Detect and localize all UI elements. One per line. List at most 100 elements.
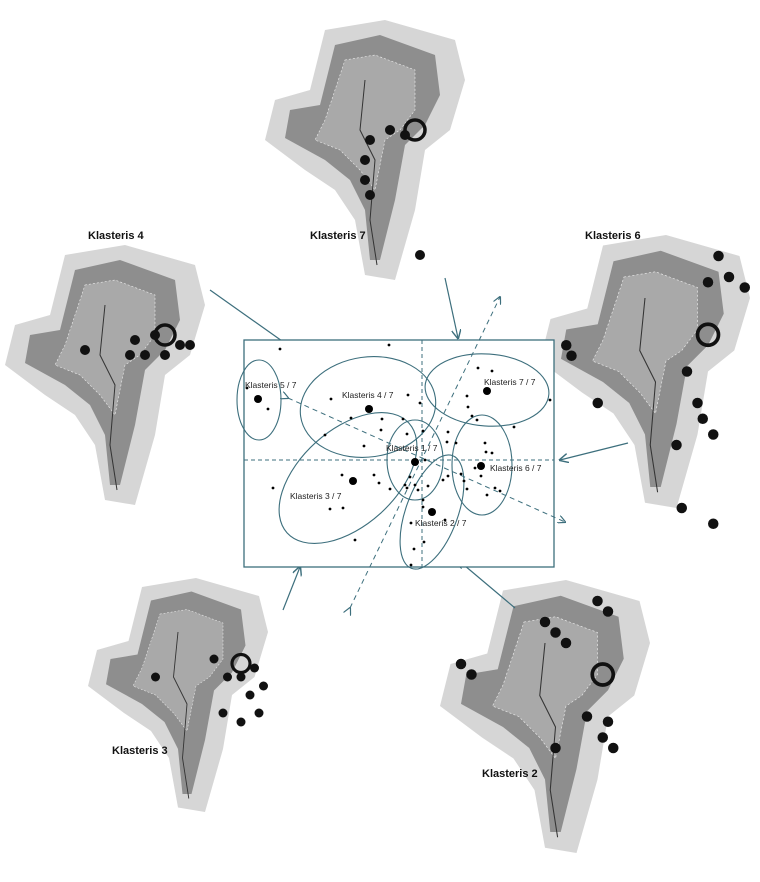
cluster-location-dot <box>360 175 370 185</box>
cluster-location-dot <box>218 708 228 718</box>
data-point <box>443 518 447 522</box>
data-point <box>349 416 353 420</box>
cluster-location-dot <box>550 627 561 638</box>
data-point <box>423 458 427 462</box>
data-point <box>485 493 489 497</box>
cluster-location-dot <box>250 663 259 673</box>
data-point <box>403 483 407 487</box>
data-point <box>465 487 469 491</box>
data-point <box>379 428 383 432</box>
cluster-location-dot <box>365 190 375 200</box>
arrow-k7 <box>444 277 458 338</box>
cluster-location-dot <box>602 716 614 727</box>
cluster-centroid <box>411 458 419 466</box>
cluster-location-dot <box>125 350 135 360</box>
center-ring-marker <box>153 323 177 347</box>
center-ring-marker <box>590 662 616 687</box>
cluster-centroid <box>349 477 357 485</box>
cluster-centroid <box>254 395 262 403</box>
data-point <box>470 414 474 418</box>
data-point <box>446 474 450 478</box>
data-point <box>462 479 466 483</box>
city-map-k2 <box>439 579 651 854</box>
center-ring-marker <box>695 322 721 348</box>
data-point <box>340 473 344 477</box>
data-point <box>409 563 413 567</box>
city-map-k7 <box>264 19 466 281</box>
data-point <box>341 506 345 510</box>
cluster-ellipse <box>299 356 437 458</box>
cluster-location-dot <box>360 155 370 165</box>
data-point <box>473 466 477 470</box>
data-point <box>401 417 405 421</box>
data-point <box>512 425 516 429</box>
data-point <box>271 486 275 490</box>
cluster-ellipse <box>236 359 282 441</box>
data-point <box>465 394 469 398</box>
data-point <box>372 473 376 477</box>
data-point <box>408 475 412 479</box>
center-ring-marker <box>230 652 252 675</box>
cluster-location-dot <box>466 669 477 680</box>
data-point <box>362 444 366 448</box>
cluster-location-dot <box>455 658 467 670</box>
cluster-location-dot <box>550 742 561 754</box>
data-point <box>479 474 483 478</box>
data-point <box>466 405 470 409</box>
cluster-location-dot <box>681 366 693 377</box>
data-point <box>266 407 270 411</box>
data-point <box>421 429 425 433</box>
data-point <box>490 451 494 455</box>
cluster-location-dot <box>130 335 140 345</box>
factor-axis-1 <box>288 398 565 522</box>
cluster-location-dot <box>209 654 219 664</box>
data-point <box>413 483 417 487</box>
cluster-location-dot <box>671 439 682 451</box>
cluster-location-dot <box>608 742 619 754</box>
cluster-label: Klasteris 6 / 7 <box>490 463 542 473</box>
cluster-location-dot <box>592 595 603 607</box>
city-map-k4 <box>4 244 206 506</box>
map-label-k3: Klasteris 3 <box>112 745 168 757</box>
cluster-location-dot <box>259 681 268 691</box>
cluster-location-dot <box>415 250 425 260</box>
cluster-location-dot <box>80 345 90 355</box>
map-label-k4: Klasteris 4 <box>88 230 144 242</box>
data-point <box>475 418 479 422</box>
cluster-location-dot <box>151 672 160 682</box>
cluster-location-dot <box>566 350 577 361</box>
center-ring-marker <box>403 118 427 142</box>
cluster-location-dot <box>702 277 714 288</box>
data-point <box>328 507 332 511</box>
city-map-k3 <box>87 577 269 813</box>
data-point <box>445 440 449 444</box>
cluster-location-dot <box>160 350 170 360</box>
cluster-location-dot <box>697 413 708 424</box>
cluster-location-dot <box>561 340 572 351</box>
data-point <box>498 489 502 493</box>
data-point <box>441 478 445 482</box>
data-point <box>353 538 357 542</box>
map-label-k6: Klasteris 6 <box>585 230 641 242</box>
data-point <box>409 521 413 525</box>
arrow-k6 <box>560 442 629 460</box>
data-point <box>446 430 450 434</box>
data-point <box>422 540 426 544</box>
data-point <box>476 366 480 370</box>
data-point <box>416 488 420 492</box>
cluster-location-dot <box>723 271 735 283</box>
factor-axis-2 <box>350 297 500 608</box>
data-point <box>548 398 552 402</box>
data-point <box>405 486 409 490</box>
cluster-ellipse <box>424 353 550 427</box>
cluster-location-dot <box>140 350 150 360</box>
cluster-centroid <box>483 387 491 395</box>
cluster-label: Klasteris 4 / 7 <box>342 390 394 400</box>
plot-frame <box>243 339 555 568</box>
data-point <box>245 386 249 390</box>
data-point <box>278 347 282 351</box>
data-point <box>377 481 381 485</box>
cluster-location-dot <box>539 616 551 628</box>
cluster-centroid <box>365 405 373 413</box>
